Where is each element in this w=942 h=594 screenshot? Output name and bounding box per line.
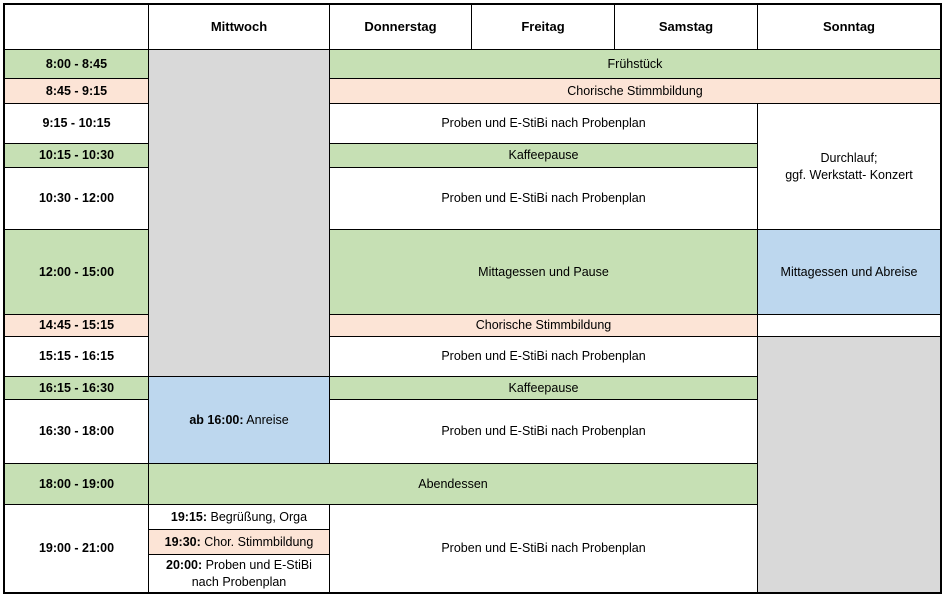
day-header-donnerstag: Donnerstag: [330, 5, 471, 49]
time-cell-0915: 9:15 - 10:15: [5, 104, 148, 143]
cell-proben-abend-mittwoch: 20:00: Proben und E-StiBi nach Probenpla…: [149, 555, 329, 592]
time-cell-1445: 14:45 - 15:15: [5, 315, 148, 336]
durchlauf-line2: ggf. Werkstatt- Konzert: [785, 167, 913, 182]
cell-durchlauf: Durchlauf; ggf. Werkstatt- Konzert: [758, 104, 940, 229]
cell-mittagessen-abreise: Mittagessen und Abreise: [758, 230, 940, 314]
cell-abendessen: Abendessen: [149, 464, 757, 504]
proben-abend-label: Proben und E-StiBi nach Probenplan: [191, 557, 312, 589]
cell-chorische-stimmbildung-nachmittag: Chorische Stimmbildung: [330, 315, 757, 336]
time-cell-1015: 10:15 - 10:30: [5, 144, 148, 167]
header-blank: [5, 5, 148, 49]
cell-anreise: ab 16:00: Anreise: [149, 377, 329, 463]
cell-proben-1515: Proben und E-StiBi nach Probenplan: [330, 337, 757, 376]
time-cell-1900: 19:00 - 21:00: [5, 505, 148, 592]
cell-begruessung: 19:15: Begrüßung, Orga: [149, 505, 329, 529]
cell-mittwoch-blocked: [149, 50, 329, 376]
time-cell-1515: 15:15 - 16:15: [5, 337, 148, 376]
time-cell-0845: 8:45 - 9:15: [5, 79, 148, 103]
schedule-table: Mittwoch Donnerstag Freitag Samstag Sonn…: [3, 3, 942, 594]
day-header-sonntag: Sonntag: [758, 5, 940, 49]
time-cell-1615: 16:15 - 16:30: [5, 377, 148, 399]
cell-proben-1030: Proben und E-StiBi nach Probenplan: [330, 168, 757, 229]
time-cell-0800: 8:00 - 8:45: [5, 50, 148, 78]
time-cell-1030: 10:30 - 12:00: [5, 168, 148, 229]
schedule-sheet: Mittwoch Donnerstag Freitag Samstag Sonn…: [3, 3, 942, 594]
day-header-mittwoch: Mittwoch: [149, 5, 329, 49]
durchlauf-line1: Durchlauf;: [820, 150, 878, 165]
cell-proben-1630: Proben und E-StiBi nach Probenplan: [330, 400, 757, 463]
anreise-label: Anreise: [243, 412, 289, 427]
cell-kaffeepause-nachmittag: Kaffeepause: [330, 377, 757, 399]
cell-sonntag-blocked: [758, 337, 940, 592]
time-cell-1630: 16:30 - 18:00: [5, 400, 148, 463]
cell-mittagessen-pause: Mittagessen und Pause: [330, 230, 757, 314]
cell-proben-0915: Proben und E-StiBi nach Probenplan: [330, 104, 757, 143]
cell-kaffeepause-vormittag: Kaffeepause: [330, 144, 757, 167]
day-header-samstag: Samstag: [615, 5, 757, 49]
begruessung-label: Begrüßung, Orga: [207, 509, 308, 524]
day-header-freitag: Freitag: [472, 5, 614, 49]
chor-stimmbildung-time-prefix: 19:30:: [164, 534, 201, 549]
chor-stimmbildung-label: Chor. Stimmbildung: [200, 534, 314, 549]
time-cell-1800: 18:00 - 19:00: [5, 464, 148, 504]
proben-abend-time-prefix: 20:00:: [166, 557, 203, 572]
cell-sonntag-empty: [758, 315, 940, 336]
cell-chor-stimmbildung-abend: 19:30: Chor. Stimmbildung: [149, 530, 329, 554]
cell-fruehstueck: Frühstück: [330, 50, 940, 78]
anreise-time-prefix: ab 16:00:: [189, 412, 244, 427]
cell-chorische-stimmbildung-vormittag: Chorische Stimmbildung: [330, 79, 940, 103]
cell-proben-1900: Proben und E-StiBi nach Probenplan: [330, 505, 757, 592]
begruessung-time-prefix: 19:15:: [170, 509, 208, 524]
time-cell-1200: 12:00 - 15:00: [5, 230, 148, 314]
